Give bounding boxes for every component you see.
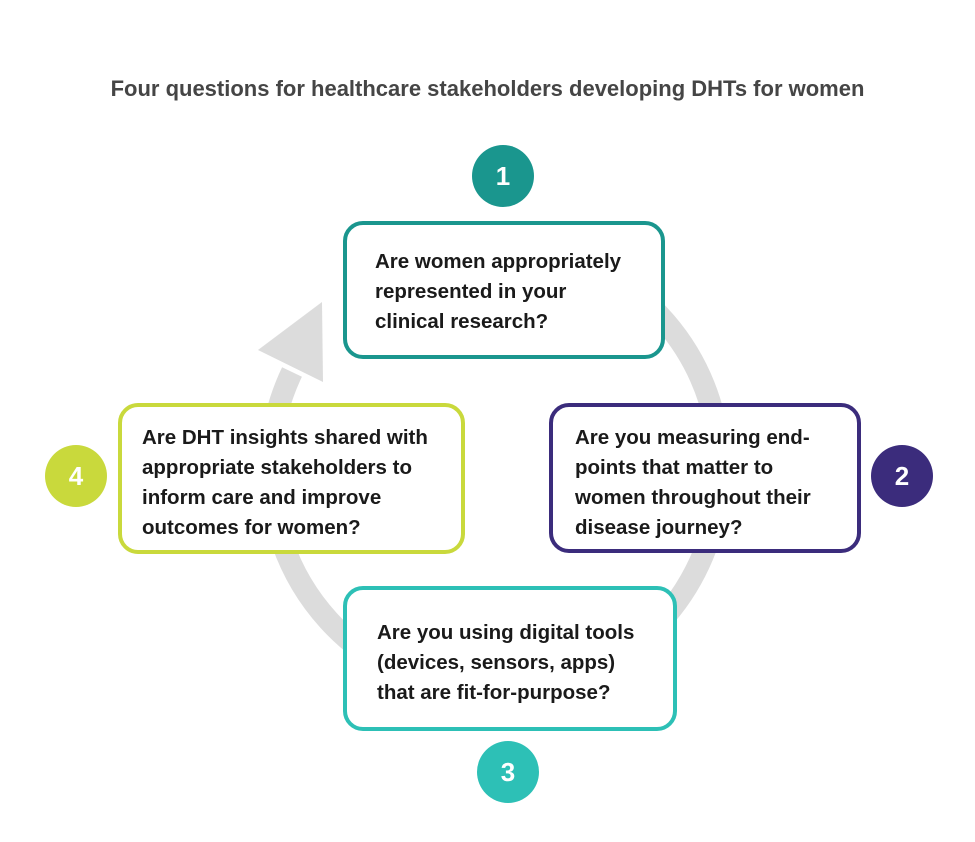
question-box-2: Are you measuring end- points that matte… — [549, 403, 861, 553]
question-line: outcomes for women? — [142, 516, 361, 539]
question-box-3: Are you using digital tools (devices, se… — [343, 586, 677, 731]
step-badge-4: 4 — [45, 445, 107, 507]
question-line: Are women appropriately — [375, 250, 622, 273]
question-line: Are you measuring end- — [575, 426, 810, 449]
step-badge-3: 3 — [477, 741, 539, 803]
question-line: inform care and improve — [142, 486, 382, 509]
question-line: appropriate stakeholders to — [142, 456, 412, 479]
question-line: Are DHT insights shared with — [142, 426, 428, 449]
step-badge-1: 1 — [472, 145, 534, 207]
question-line: Are you using digital tools — [377, 621, 635, 644]
question-line: clinical research? — [375, 310, 549, 333]
question-line: women throughout their — [575, 486, 811, 509]
diagram-title: Four questions for healthcare stakeholde… — [110, 76, 865, 101]
question-line: points that matter to — [575, 456, 774, 479]
question-line: disease journey? — [575, 516, 743, 539]
cycle-arrowhead — [258, 302, 323, 382]
question-line: (devices, sensors, apps) — [377, 651, 616, 674]
question-box-4: Are DHT insights shared with appropriate… — [118, 403, 465, 554]
question-line: represented in your — [375, 280, 567, 303]
step-badge-2: 2 — [871, 445, 933, 507]
question-box-1: Are women appropriately represented in y… — [343, 221, 665, 359]
question-line: that are fit-for-purpose? — [377, 681, 611, 704]
